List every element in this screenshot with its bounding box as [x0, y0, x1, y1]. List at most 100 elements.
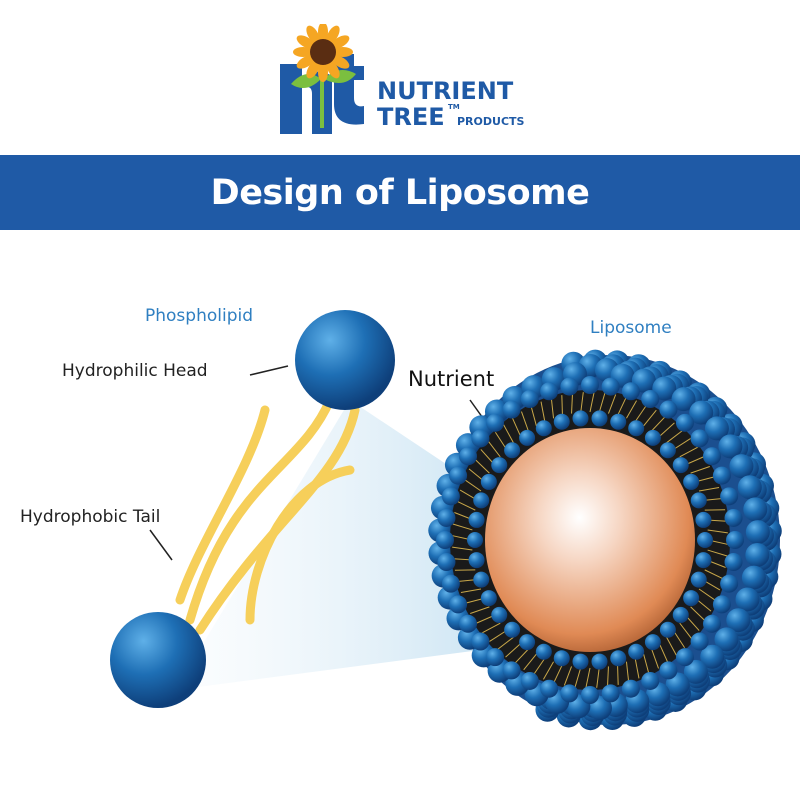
tail-strand [651, 648, 660, 669]
tail-strand [679, 622, 693, 640]
tail-strand [679, 446, 698, 458]
outer-leaflet-bead [720, 574, 739, 593]
head-pointer-line [249, 365, 289, 376]
outer-leaflet-bead [459, 614, 478, 633]
outer-bead [689, 400, 714, 425]
outer-bead [726, 608, 751, 633]
hydrophobic-tail-label: Hydrophobic Tail [20, 507, 161, 527]
inner-leaflet-bead [553, 650, 570, 667]
tail-strand [470, 606, 490, 614]
outer-leaflet-bead [659, 400, 678, 419]
inner-leaflet-bead [628, 643, 645, 660]
outer-leaflet-bead [724, 553, 743, 572]
tail-pointer-line [149, 529, 173, 561]
tail-strand [580, 392, 584, 413]
outer-bead [671, 387, 696, 412]
inner-leaflet-bead [591, 410, 608, 427]
tail-strand [643, 653, 650, 674]
inner-leaflet-bead [553, 413, 570, 430]
outer-leaflet-bead [502, 400, 521, 419]
tail-strand [698, 486, 720, 492]
tail-strand [643, 409, 657, 427]
tail-strand [452, 523, 473, 531]
outer-bead [743, 497, 768, 522]
tail-strand [514, 648, 529, 665]
tail-strand [707, 529, 728, 534]
outer-leaflet-bead [601, 684, 620, 703]
inner-leaflet-bead [683, 473, 700, 490]
hydrophilic-head-bottom [110, 612, 206, 708]
tail-strand [523, 653, 537, 671]
tail-strand [673, 438, 691, 450]
tail-strand [460, 588, 482, 594]
hydrophilic-head-top [295, 310, 395, 410]
outer-bead [745, 542, 770, 567]
tail-strand [626, 400, 637, 419]
inner-leaflet-bead [519, 634, 536, 651]
sunflower-logo-icon [280, 22, 364, 134]
outer-bead [745, 520, 770, 545]
outer-leaflet-bead [449, 466, 468, 485]
outer-leaflet-bead [724, 508, 743, 527]
tail-strand [452, 546, 473, 551]
outer-leaflet-bead [437, 508, 456, 527]
inner-leaflet-bead [491, 606, 508, 623]
inner-leaflet-bead [504, 442, 521, 459]
outer-leaflet-bead [641, 390, 660, 409]
tail-strand [456, 500, 476, 511]
tail-strand [496, 636, 514, 651]
liposome-diagram: Phospholipid Hydrophilic Head Hydrophobi… [0, 230, 800, 800]
inner-leaflet-bead [695, 511, 712, 528]
outer-bead [718, 434, 743, 459]
outer-leaflet-bead [712, 595, 731, 614]
inner-leaflet-bead [644, 429, 661, 446]
outer-leaflet-bead [560, 684, 579, 703]
outer-leaflet-bead [486, 648, 505, 667]
inner-leaflet-bead [644, 634, 661, 651]
hydrophobic-tails [175, 395, 360, 635]
tail-strand [503, 424, 514, 443]
inner-leaflet-bead [572, 653, 589, 670]
liposome-illustration [428, 349, 782, 731]
logo-trademark: TM [448, 103, 460, 111]
outer-bead [700, 644, 725, 669]
inner-leaflet-bead [672, 457, 689, 474]
tail-strand [563, 666, 573, 686]
outer-bead [704, 416, 729, 441]
tail-strand [482, 622, 501, 634]
phospholipid-label: Phospholipid [145, 306, 254, 326]
outer-leaflet-bead [540, 382, 559, 401]
inner-leaflet-bead [572, 410, 589, 427]
tail-strand [634, 658, 640, 679]
inner-leaflet-bead [690, 492, 707, 509]
outer-leaflet-bead [581, 376, 599, 394]
outer-bead [735, 587, 760, 612]
outer-leaflet-bead [675, 648, 694, 667]
outer-leaflet-bead [702, 447, 721, 466]
outer-leaflet-bead [720, 487, 739, 506]
inner-leaflet-bead [610, 650, 627, 667]
outer-bead [729, 454, 754, 479]
outer-bead [652, 376, 677, 401]
tail-strand [596, 667, 600, 688]
logo-text-products: PRODUCTS [457, 115, 525, 128]
page-title: Design of Liposome [210, 172, 590, 213]
tail-strand [606, 666, 609, 687]
outer-leaflet-bead [441, 487, 460, 506]
tail-strand [617, 664, 619, 685]
tail-strand [659, 422, 675, 437]
brand-logo: NUTRIENT TREE TM PRODUCTS [276, 22, 526, 134]
outer-bead [741, 565, 766, 590]
outer-leaflet-bead [502, 661, 521, 680]
inner-leaflet-bead [468, 511, 485, 528]
outer-bead [737, 475, 762, 500]
outer-leaflet-bead [437, 553, 456, 572]
tail-strand [571, 393, 574, 414]
inner-leaflet-bead [504, 621, 521, 638]
inner-leaflet-bead [659, 442, 676, 459]
tail-strand [463, 478, 482, 492]
outer-leaflet-bead [690, 429, 709, 448]
outer-leaflet-bead [581, 686, 599, 704]
inner-leaflet-bead [535, 420, 552, 437]
tail-strand [634, 404, 648, 423]
